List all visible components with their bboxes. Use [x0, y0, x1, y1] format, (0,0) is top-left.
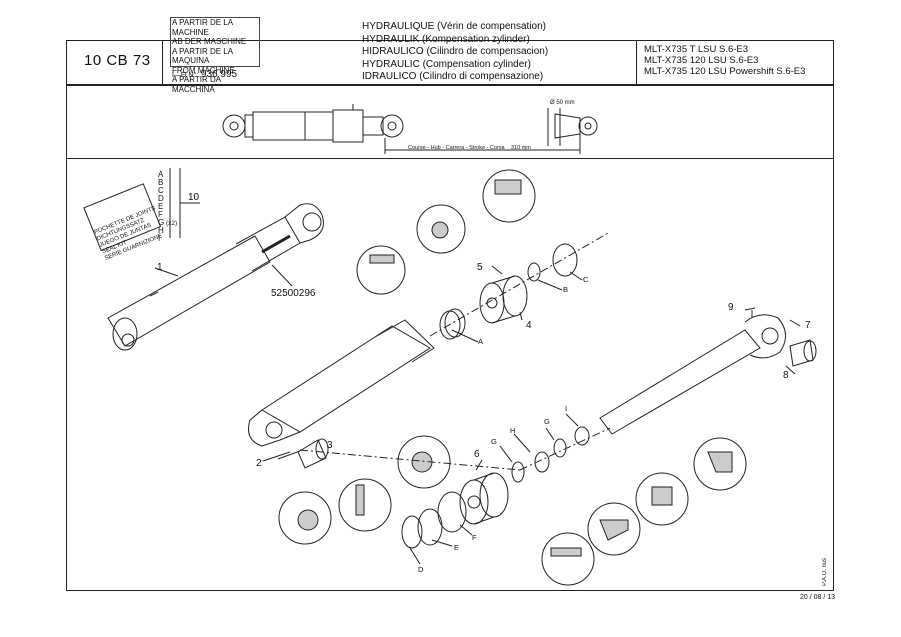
callout-6: 6 — [474, 449, 480, 460]
seal-letter-c: C — [583, 275, 589, 284]
kit-callout: 10 — [188, 192, 200, 203]
seal-letter-g: G — [491, 437, 497, 446]
applicability-line: AB DER MASCHINE — [172, 37, 247, 46]
kit-letter: E — [158, 202, 163, 211]
callout-3: 3 — [327, 440, 333, 451]
callout-8: 8 — [783, 370, 789, 381]
kit-letter: C — [158, 186, 164, 195]
kit-letter: A — [158, 170, 164, 179]
exploded-axes — [299, 231, 611, 471]
callout-1: 1 — [157, 262, 163, 273]
applicability-line: A PARTIR DE LA MACHINE — [172, 18, 233, 37]
title-en: HYDRAULIC (Compensation cylinder) — [362, 58, 531, 70]
part-callouts: 1 2 3 4 5 6 7 8 9 52500296 — [157, 262, 811, 469]
bearing-8 — [789, 339, 817, 367]
applicability-box — [170, 17, 260, 67]
kit-g-qty: (x2) — [166, 220, 177, 227]
serial-number: 936 995 — [200, 69, 238, 80]
model-item: MLT-X735 120 LSU S.6-E3 — [644, 54, 759, 66]
stroke-value: 310 mm — [511, 145, 531, 151]
title-de: HYDRAULIK (Kompensation zylinder) — [362, 33, 530, 45]
kit-letter: H — [158, 226, 164, 235]
applicability-line: A PARTIR DE LA MAQUINA — [172, 46, 233, 66]
seal-letter-a: A — [478, 337, 483, 346]
serial-prefix: I—Θ N°: — [172, 72, 199, 79]
overview-cylinder — [222, 104, 598, 154]
callout-7: 7 — [805, 320, 811, 331]
seal-letter-b: B — [563, 285, 568, 294]
diameter-label: Ø 50 mm — [550, 100, 575, 106]
reference-number: 52500296 — [271, 288, 316, 299]
seal-letter-h: H — [510, 426, 515, 435]
serial-number-row: I—Θ N°: 936 995 — [172, 69, 237, 80]
part-titles: HYDRAULIQUE (Vérin de compensation) HYDR… — [362, 21, 548, 84]
seal-kit-bag — [83, 183, 162, 252]
title-es: HIDRAULICO (Cilindro de compensacion) — [362, 46, 549, 58]
stroke-label: Course - Hub - Carrera - Stroke - Corsa — [408, 145, 506, 151]
header-divider — [66, 84, 834, 86]
callout-2: 2 — [256, 458, 262, 469]
model-item: MLT-X735 T LSU S.6-E3 — [644, 44, 749, 55]
title-it: IDRAULICO (Cilindro di compensazione) — [362, 71, 544, 83]
seal-letter-callouts: A B C D E F G G H I — [418, 275, 589, 574]
seal-letter-d: D — [418, 565, 424, 574]
leader-lines — [262, 265, 801, 565]
seal-letter-e: E — [454, 543, 459, 552]
bearing-3 — [297, 438, 329, 469]
revision-date: 20 / 08 / 13 — [800, 594, 836, 601]
piston-6 — [459, 472, 509, 525]
header-bottom-rule — [66, 158, 834, 159]
header-sep-right — [636, 40, 637, 84]
author-credit: P.A.O. Ilus — [822, 558, 828, 586]
cylinder-barrel — [248, 319, 435, 447]
seal-letter-i: I — [565, 404, 567, 413]
model-item: MLT-X735 120 LSU Powershift S.6-E3 — [644, 65, 806, 77]
seal-letter-g: G — [544, 417, 550, 426]
callout-5: 5 — [477, 262, 483, 273]
title-fr: HYDRAULIQUE (Vérin de compensation) — [362, 21, 546, 32]
cylinder-head-4 — [479, 275, 528, 324]
kit-letter: F — [158, 210, 163, 219]
kit-letter: D — [158, 194, 164, 203]
assembled-cylinder — [107, 203, 324, 351]
seal-kit-text: POCHETTE DE JOINTS DICHTUNGSSATZ JUEGO D… — [94, 206, 164, 262]
applicability-notice: A PARTIR DE LA MACHINE AB DER MASCHINE A… — [172, 18, 258, 94]
seal-kit-letters: A B C D E F G H I (x2) 10 — [158, 170, 200, 243]
kit-letter: G — [158, 218, 164, 227]
drawing-frame — [66, 40, 834, 591]
callout-4: 4 — [526, 320, 532, 331]
callout-9: 9 — [728, 302, 734, 313]
header-sep-left — [162, 40, 163, 84]
seal-letter-f: F — [472, 533, 477, 542]
model-list: MLT-X735 T LSU S.6-E3 MLT-X735 120 LSU S… — [644, 44, 806, 77]
applicability-line: A PARTIR DA MACCHINA — [172, 75, 221, 94]
applicability-line: FROM MACHINE — [172, 65, 235, 75]
seal-detail-circles — [278, 169, 747, 586]
kit-letter: I — [158, 234, 160, 243]
page-code: 10 CB 73 — [84, 52, 151, 69]
kit-letter: B — [158, 178, 163, 187]
piston-rod — [599, 310, 786, 435]
